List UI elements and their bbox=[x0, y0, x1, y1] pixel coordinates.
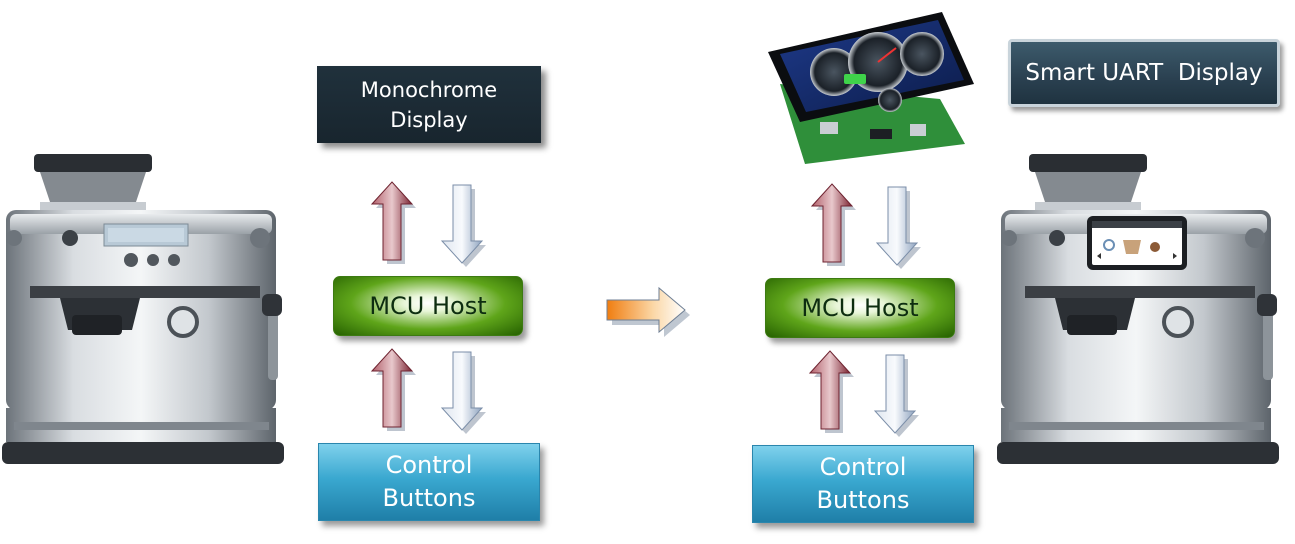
up-arrow-icon bbox=[371, 181, 416, 264]
right-espresso-machine bbox=[997, 154, 1279, 464]
right-arrow-icon bbox=[606, 286, 690, 337]
down-arrow-icon bbox=[876, 186, 921, 269]
down-arrow-icon bbox=[441, 351, 486, 434]
up-arrow-icon bbox=[811, 183, 856, 266]
lcd-display-module bbox=[768, 12, 974, 164]
down-arrow-icon bbox=[874, 354, 919, 437]
control-buttons-box-left: Control Buttons bbox=[318, 443, 540, 521]
control-buttons-box-right: Control Buttons bbox=[752, 445, 974, 523]
up-arrow-icon bbox=[371, 348, 416, 431]
down-arrow-icon bbox=[441, 184, 486, 267]
monochrome-display-box: Monochrome Display bbox=[317, 66, 541, 143]
up-arrow-icon bbox=[809, 350, 854, 433]
mcu-host-box-right: MCU Host bbox=[765, 278, 955, 338]
smart-uart-display-box: Smart UART Display bbox=[1008, 39, 1280, 107]
left-espresso-machine bbox=[2, 154, 284, 464]
mcu-host-box-left: MCU Host bbox=[333, 276, 523, 336]
